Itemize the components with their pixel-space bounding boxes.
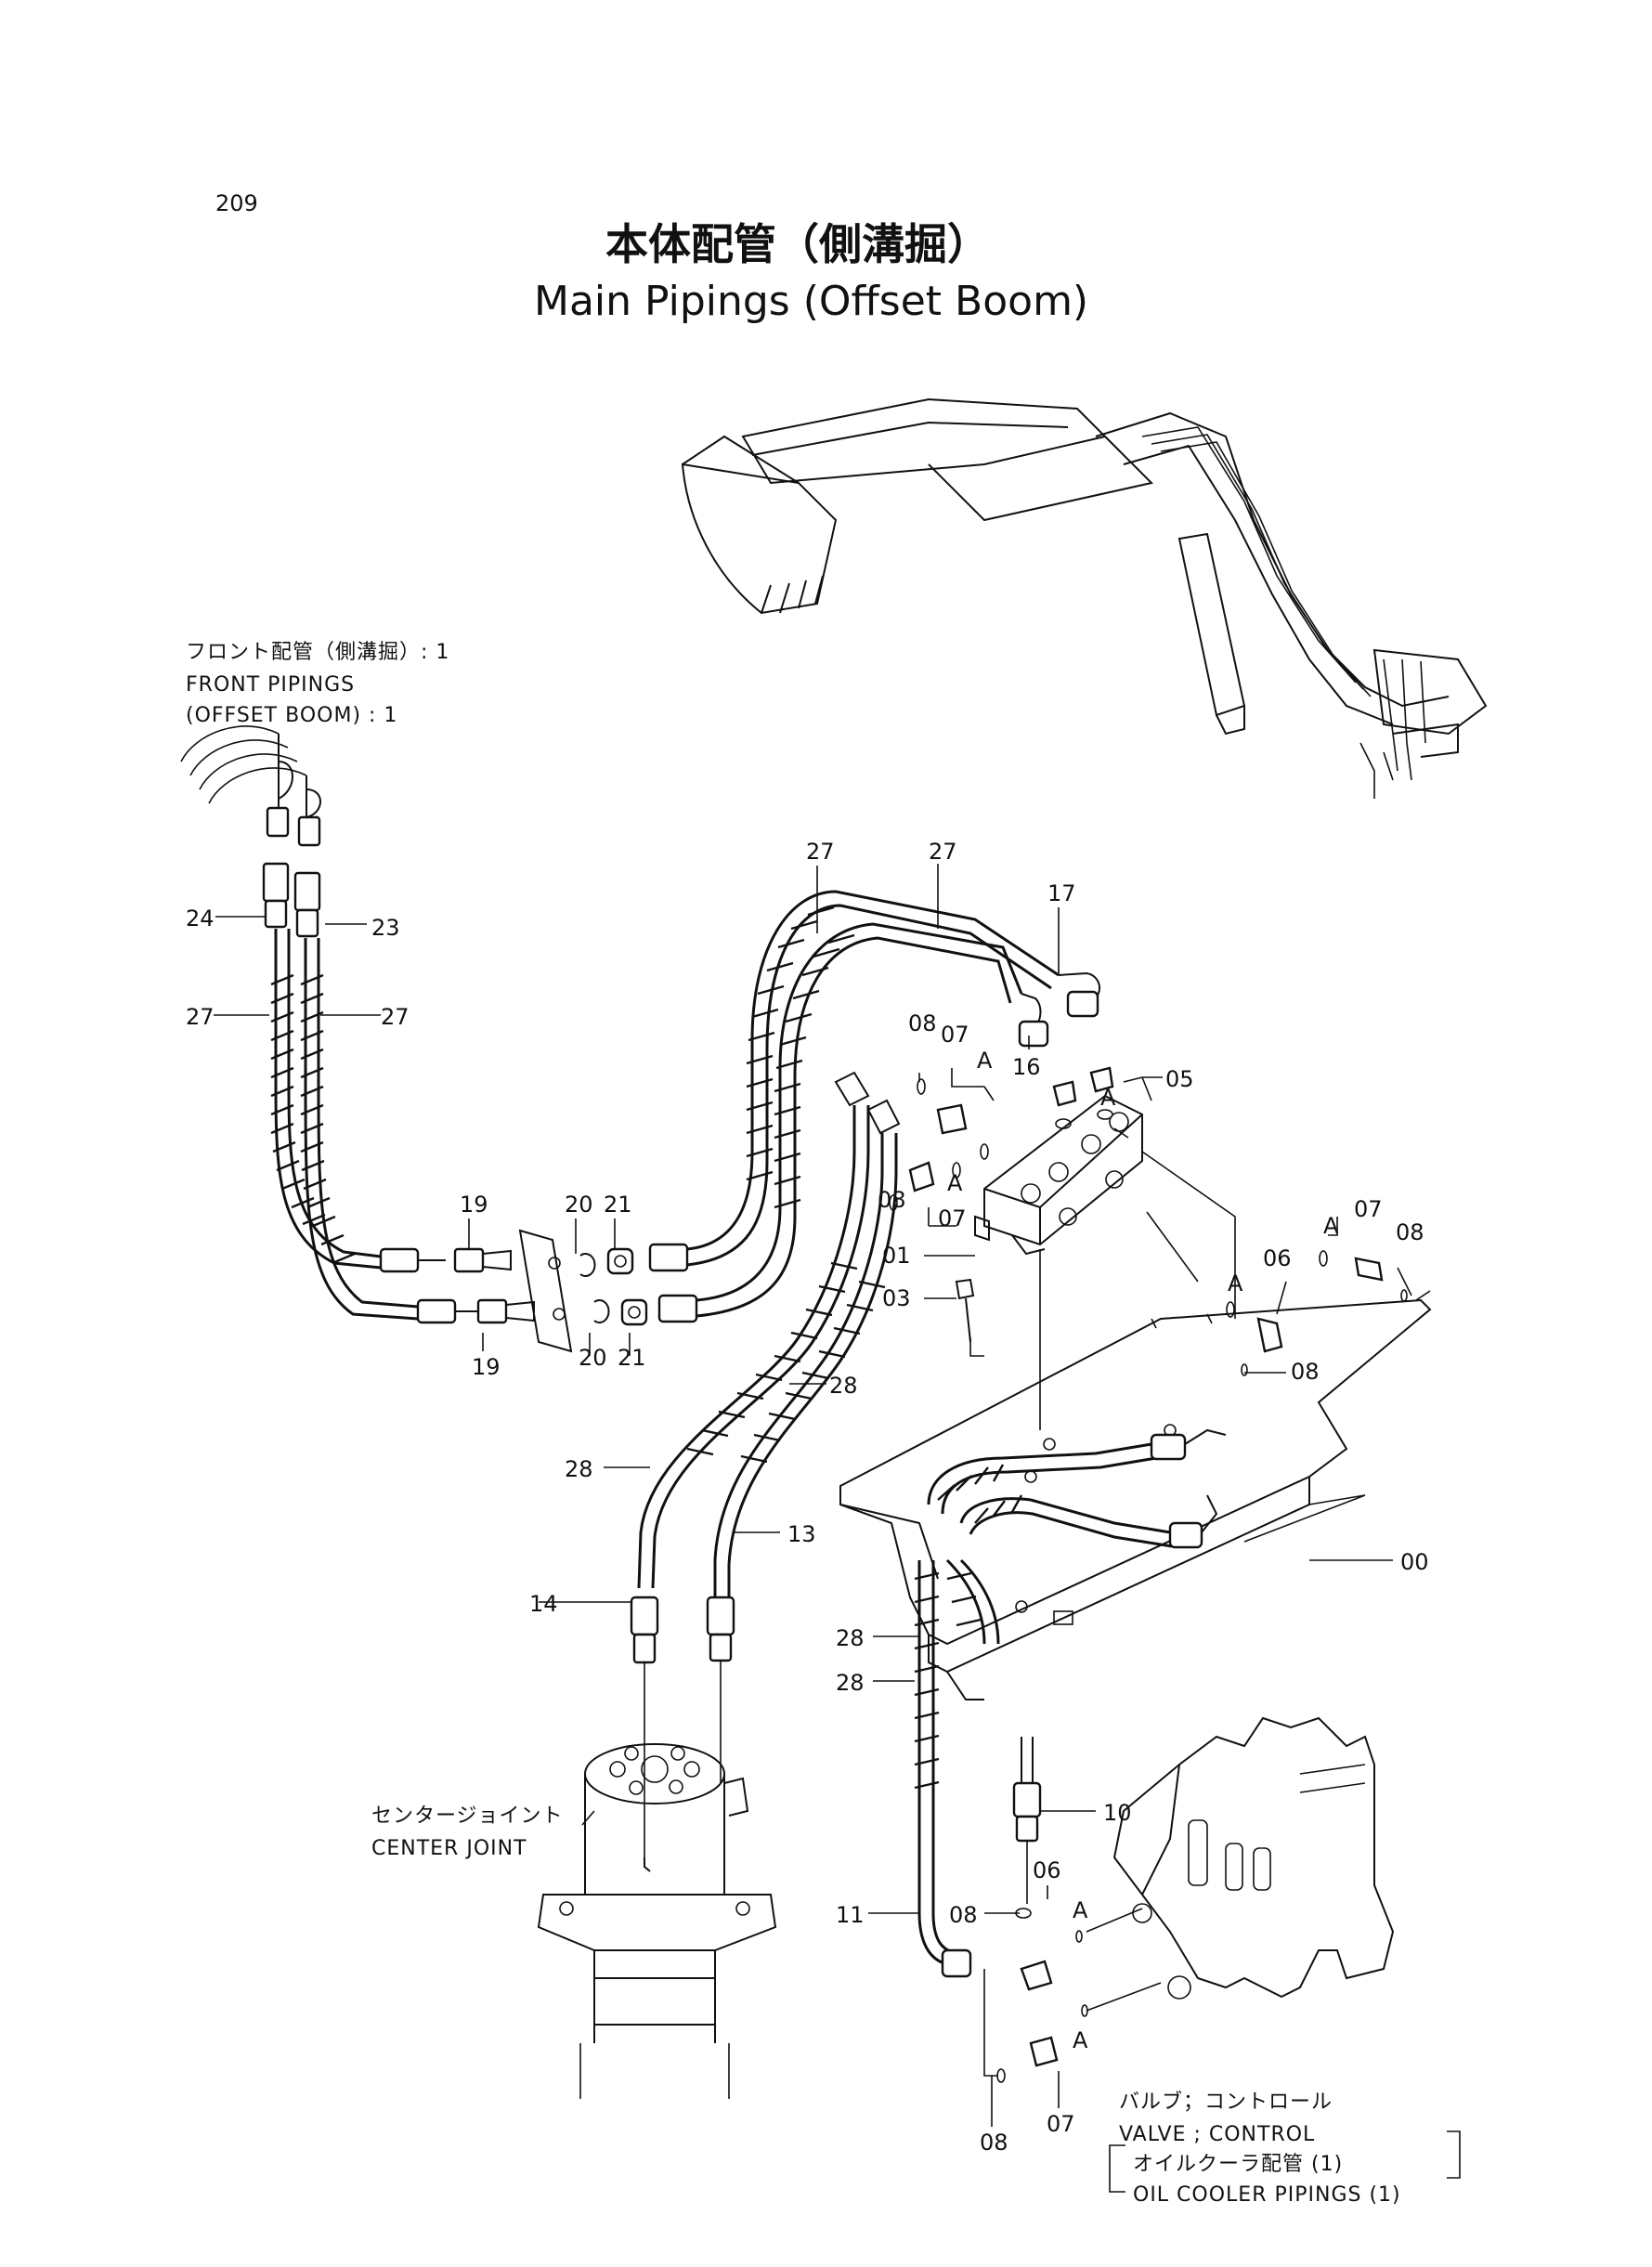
part-label-07: 07 bbox=[938, 1205, 967, 1231]
part-label-20: 20 bbox=[579, 1345, 607, 1371]
part-label-19: 19 bbox=[472, 1354, 501, 1380]
part-label-06: 06 bbox=[1263, 1245, 1292, 1271]
part-label-10: 10 bbox=[1103, 1800, 1132, 1826]
mounting-plate-drawing bbox=[839, 1298, 1432, 1700]
control-valve-caption-en: VALVE ; CONTROL bbox=[1119, 2123, 1316, 2146]
part-label-24: 24 bbox=[186, 905, 215, 932]
part-label-08: 08 bbox=[908, 1010, 937, 1036]
hose-coil-pattern bbox=[270, 973, 356, 1265]
part-label-11: 11 bbox=[836, 1902, 865, 1928]
part-label-01: 01 bbox=[882, 1243, 911, 1269]
plate-hose-coil bbox=[937, 1464, 1023, 1524]
oil-cooler-caption-en: OIL COOLER PIPINGS (1) bbox=[1133, 2183, 1401, 2207]
part-label-21: 21 bbox=[618, 1345, 646, 1371]
part-label-13: 13 bbox=[787, 1521, 816, 1547]
hose-28-11-10-drawing bbox=[914, 1558, 1088, 2083]
items-19-20-21-drawing bbox=[453, 1229, 648, 1353]
oil-cooler-caption-jp: オイルクーラ配管 (1) bbox=[1133, 2153, 1344, 2176]
part-label-28: 28 bbox=[836, 1670, 865, 1696]
part-label-A: A bbox=[977, 1048, 993, 1074]
center-joint-caption-jp: センタージョイント bbox=[371, 1804, 564, 1828]
part-label-A: A bbox=[1073, 2027, 1088, 2053]
part-label-07: 07 bbox=[941, 1022, 969, 1048]
part-label-A: A bbox=[1100, 1085, 1116, 1111]
part-label-27: 27 bbox=[929, 839, 957, 865]
part-label-07: 07 bbox=[1047, 2111, 1075, 2137]
page-title-japanese: 本体配管（側溝掘） bbox=[605, 219, 990, 269]
part-label-27: 27 bbox=[381, 1004, 410, 1030]
hose-28-lower-coil bbox=[914, 1571, 982, 1790]
front-pipings-drawing bbox=[180, 725, 321, 938]
part-label-28: 28 bbox=[565, 1456, 593, 1482]
part-label-A: A bbox=[947, 1170, 963, 1196]
front-pipings-caption-jp: フロント配管（側溝掘）: 1 bbox=[186, 641, 450, 664]
part-label-08: 08 bbox=[949, 1902, 978, 1928]
part-label-06: 06 bbox=[1033, 1857, 1061, 1883]
part-label-20: 20 bbox=[565, 1192, 593, 1218]
control-valve-caption-jp: バルブ；コントロール bbox=[1119, 2091, 1333, 2114]
part-label-28: 28 bbox=[829, 1373, 858, 1399]
center-joint-caption-en: CENTER JOINT bbox=[371, 1837, 527, 1860]
hose-27-left-drawing bbox=[270, 929, 478, 1324]
center-joint-drawing bbox=[537, 1743, 777, 2099]
part-label-19: 19 bbox=[460, 1192, 488, 1218]
hose-coil-pattern-center bbox=[746, 905, 855, 1209]
control-valve-drawing bbox=[1086, 1716, 1395, 2012]
part-label-00: 00 bbox=[1400, 1549, 1429, 1575]
leader-lines bbox=[214, 864, 1461, 2193]
part-label-08: 08 bbox=[1396, 1219, 1424, 1245]
part-label-23: 23 bbox=[371, 915, 400, 941]
part-label-27: 27 bbox=[186, 1004, 215, 1030]
part-label-08: 08 bbox=[878, 1187, 906, 1213]
part-label-05: 05 bbox=[1165, 1066, 1194, 1092]
page-title-english: Main Pipings (Offset Boom) bbox=[534, 278, 1089, 325]
part-label-27: 27 bbox=[806, 839, 835, 865]
part-label-03: 03 bbox=[882, 1285, 911, 1311]
part-label-A: A bbox=[1323, 1213, 1339, 1239]
hose-28-coil bbox=[686, 1261, 886, 1464]
part-label-08: 08 bbox=[980, 2130, 1008, 2156]
part-label-A: A bbox=[1073, 1897, 1088, 1923]
excavator-overview-drawing bbox=[681, 397, 1488, 799]
part-label-17: 17 bbox=[1047, 880, 1076, 906]
page-number: 209 bbox=[215, 190, 258, 216]
part-label-21: 21 bbox=[604, 1192, 632, 1218]
part-label-08: 08 bbox=[1291, 1359, 1320, 1385]
part-label-16: 16 bbox=[1012, 1054, 1041, 1080]
part-label-A: A bbox=[1228, 1270, 1243, 1296]
front-pipings-caption-en-2: (OFFSET BOOM) : 1 bbox=[186, 704, 398, 727]
control-block-drawing bbox=[889, 1066, 1431, 1430]
part-label-14: 14 bbox=[529, 1591, 558, 1617]
part-label-28: 28 bbox=[836, 1625, 865, 1651]
front-pipings-caption-en-1: FRONT PIPINGS bbox=[186, 673, 356, 697]
hose-28-13-14-drawing bbox=[630, 1071, 901, 1867]
part-label-07: 07 bbox=[1354, 1196, 1383, 1222]
